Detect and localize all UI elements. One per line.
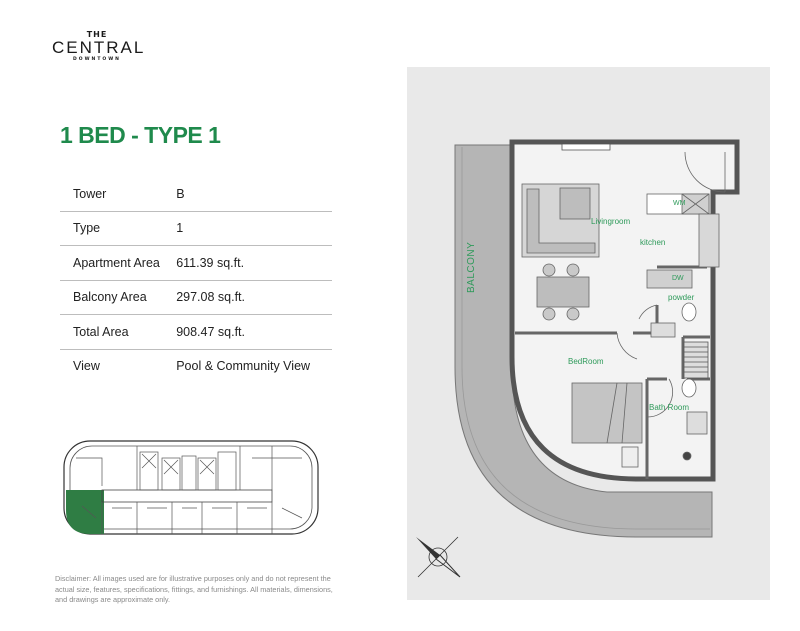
label-dishwasher: DW [672, 275, 684, 282]
spec-value: 908.47 sq.ft. [176, 314, 332, 350]
label-washing-machine: WM [673, 200, 686, 207]
spec-label: Total Area [60, 314, 177, 350]
floor-plan: BALCONY Livingroom kitchen powder BedRoo… [407, 67, 770, 600]
logo: THE CENTRAL DOWNTOWN [52, 30, 146, 62]
spec-label: Type [60, 211, 177, 246]
disclaimer: Disclaimer: All images used are for illu… [55, 574, 333, 604]
balcony-area [454, 144, 713, 538]
spec-value: Pool & Community View [176, 359, 311, 374]
logo-top: THE [86, 30, 108, 39]
compass-icon [416, 536, 461, 578]
room-label-balcony: BALCONY [466, 241, 477, 293]
table-row: View Pool & Community View [60, 349, 332, 383]
spec-label: Tower [60, 177, 177, 212]
spec-label: Balcony Area [60, 280, 177, 315]
room-label-powder: powder [668, 293, 695, 302]
logo-main: CENTRAL [52, 38, 146, 57]
spec-value: 611.39 sq.ft. [176, 245, 332, 281]
spec-label: View [73, 359, 100, 374]
page-title: 1 BED - TYPE 1 [60, 122, 221, 148]
spec-value: 1 [176, 211, 332, 246]
key-plan [62, 438, 320, 536]
room-label-bedroom: BedRoom [568, 357, 604, 366]
room-label-kitchen: kitchen [640, 238, 666, 247]
room-label-bath: Bath Room [649, 403, 690, 412]
spec-value: 297.08 sq.ft. [176, 280, 332, 315]
logo-sub: DOWNTOWN [73, 57, 121, 62]
spec-label: Apartment Area [60, 245, 177, 281]
room-label-living: Livingroom [591, 217, 631, 226]
spec-value: B [176, 177, 332, 212]
unit-highlight [66, 490, 104, 534]
